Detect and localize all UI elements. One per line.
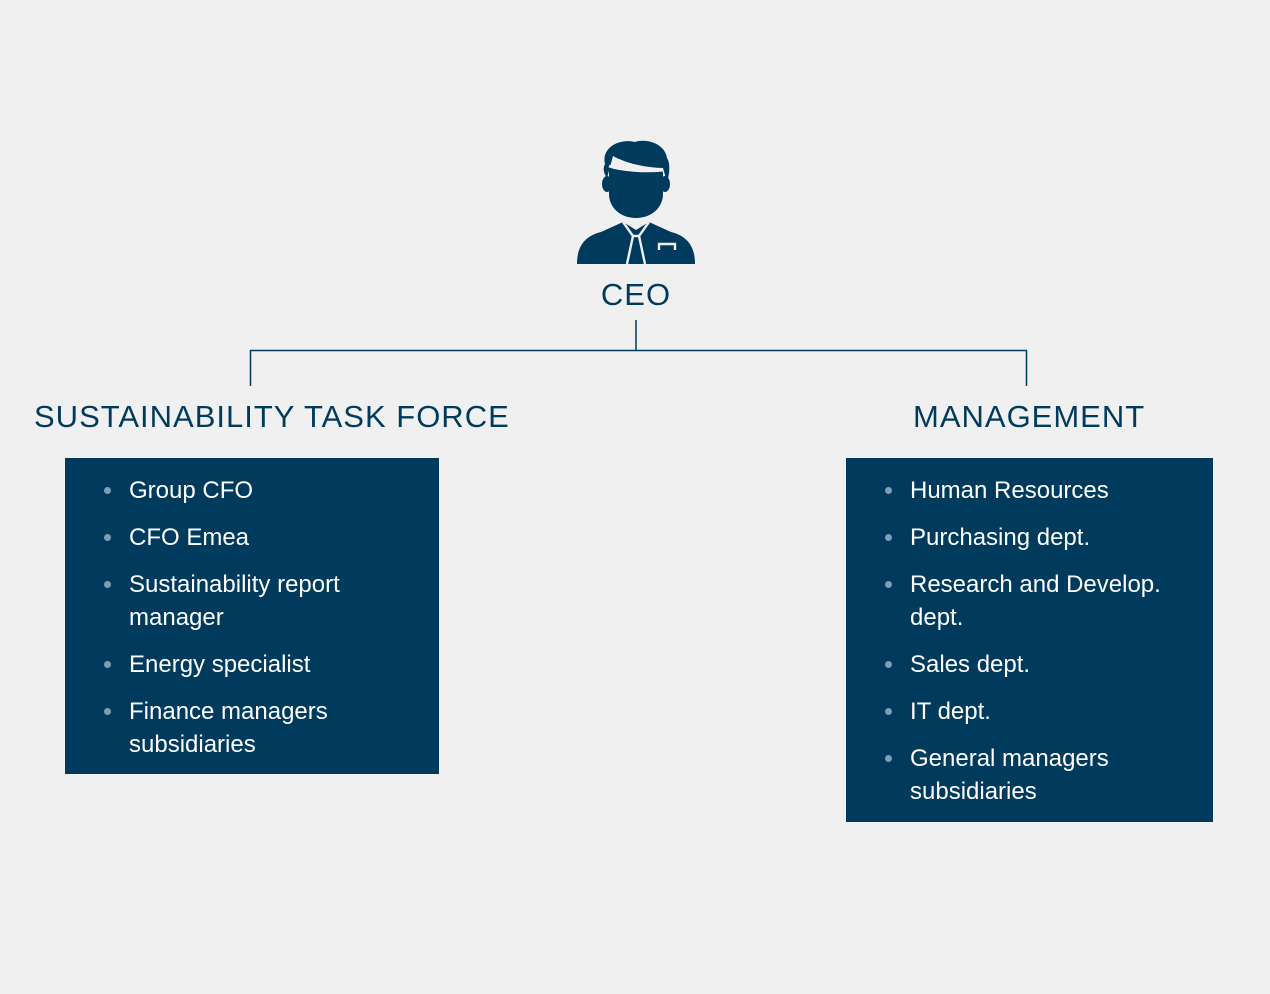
bullet-dot xyxy=(104,661,111,668)
person-with-tie-icon xyxy=(577,140,695,264)
management-box: Human Resources Purchasing dept. Researc… xyxy=(846,458,1213,822)
bullet-dot xyxy=(885,661,892,668)
list-item: Human Resources xyxy=(881,474,1197,507)
bullet-dot xyxy=(885,487,892,494)
list-item: Energy specialist xyxy=(100,648,423,681)
list-item: General managers subsidiaries xyxy=(881,742,1197,808)
ceo-label: CEO xyxy=(600,277,672,312)
bullet-dot xyxy=(885,581,892,588)
management-list: Human Resources Purchasing dept. Researc… xyxy=(881,474,1197,808)
list-item: Sales dept. xyxy=(881,648,1197,681)
list-item: Purchasing dept. xyxy=(881,521,1197,554)
sustainability-task-force-list: Group CFO CFO Emea Sustainability report… xyxy=(100,474,423,761)
bullet-dot xyxy=(104,708,111,715)
bullet-dot xyxy=(885,708,892,715)
bullet-dot xyxy=(885,755,892,762)
management-title: MANAGEMENT xyxy=(913,399,1146,434)
sustainability-task-force-title: SUSTAINABILITY TASK FORCE xyxy=(34,399,510,434)
bullet-dot xyxy=(885,534,892,541)
list-item: Group CFO xyxy=(100,474,423,507)
bullet-dot xyxy=(104,581,111,588)
list-item: CFO Emea xyxy=(100,521,423,554)
list-item: IT dept. xyxy=(881,695,1197,728)
list-item: Finance managers subsidiaries xyxy=(100,695,423,761)
list-item: Research and Develop. dept. xyxy=(881,568,1197,634)
bullet-dot xyxy=(104,487,111,494)
sustainability-task-force-box: Group CFO CFO Emea Sustainability report… xyxy=(65,458,439,774)
list-item: Sustainability report manager xyxy=(100,568,423,634)
bullet-dot xyxy=(104,534,111,541)
